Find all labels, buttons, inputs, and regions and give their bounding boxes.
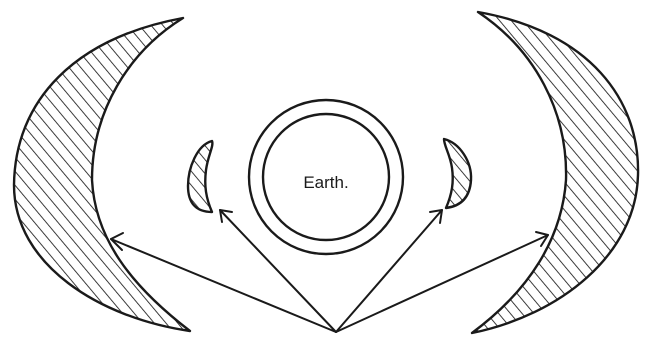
- inner-belt-right: [444, 139, 471, 208]
- inner-belt-left: [188, 141, 212, 212]
- arrow-to-inner-left: [220, 210, 336, 332]
- earth-label: Earth.: [303, 173, 348, 192]
- arrows: [111, 210, 548, 332]
- outer-belt-right: [472, 12, 638, 333]
- arrow-to-inner-right: [336, 210, 442, 332]
- outer-belt-left: [14, 18, 190, 331]
